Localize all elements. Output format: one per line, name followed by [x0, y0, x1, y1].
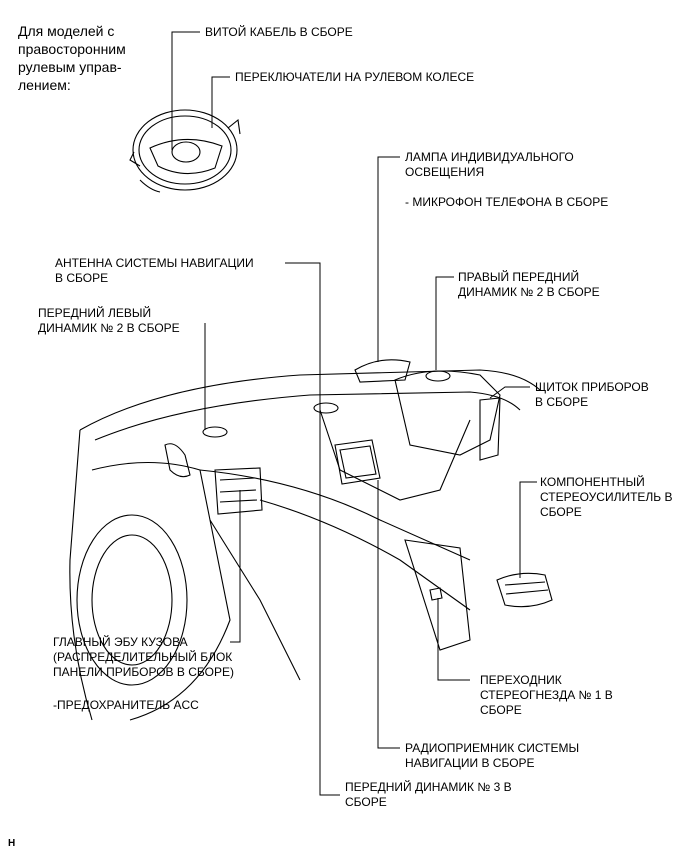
label-instrument-panel: ЩИТОК ПРИБОРОВ В СБОРЕ	[535, 380, 649, 409]
figure-code: H	[8, 838, 16, 849]
label-front-left-speaker: ПЕРЕДНИЙ ЛЕВЫЙ ДИНАМИК № 2 В СБОРЕ	[38, 306, 180, 335]
steering-wheel-drawing	[129, 109, 241, 193]
label-nav-receiver: РАДИОПРИЕМНИК СИСТЕМЫ НАВИГАЦИИ В СБОРЕ	[405, 741, 580, 770]
label-front-right-speaker: ПРАВЫЙ ПЕРЕДНИЙ ДИНАМИК № 2 В СБОРЕ	[458, 270, 600, 299]
label-steering-switches: ПЕРЕКЛЮЧАТЕЛИ НА РУЛЕВОМ КОЛЕСЕ	[235, 70, 475, 84]
leader-lines	[171, 31, 537, 796]
label-telephone-mic: - МИКРОФОН ТЕЛЕФОНА В СБОРЕ	[405, 195, 609, 209]
car-dashboard-drawing	[69, 359, 553, 721]
label-map-light: ЛАМПА ИНДИВИДУАЛЬНОГО ОСВЕЩЕНИЯ	[405, 150, 574, 179]
label-nav-antenna: АНТЕННА СИСТЕМЫ НАВИГАЦИИ В СБОРЕ	[55, 256, 254, 285]
label-spiral-cable: ВИТОЙ КАБЕЛЬ В СБОРЕ	[205, 25, 353, 39]
label-acc-fuse: -ПРЕДОХРАНИТЕЛЬ ACC	[53, 698, 199, 712]
label-stereo-amplifier: КОМПОНЕНТНЫЙ СТЕРЕОУСИЛИТЕЛЬ В СБОРЕ	[540, 475, 673, 519]
label-main-body-ecu: ГЛАВНЫЙ ЭБУ КУЗОВА (РАСПРЕДЕЛИТЕЛЬНЫЙ БЛ…	[53, 635, 234, 679]
label-front-speaker-3: ПЕРЕДНИЙ ДИНАМИК № 3 В СБОРЕ	[345, 780, 512, 809]
steering-config-heading: Для моделей с правосторонним рулевым упр…	[18, 23, 126, 93]
label-stereo-jack-adapter: ПЕРЕХОДНИК СТЕРЕОГНЕЗДА № 1 В СБОРЕ	[480, 673, 613, 717]
